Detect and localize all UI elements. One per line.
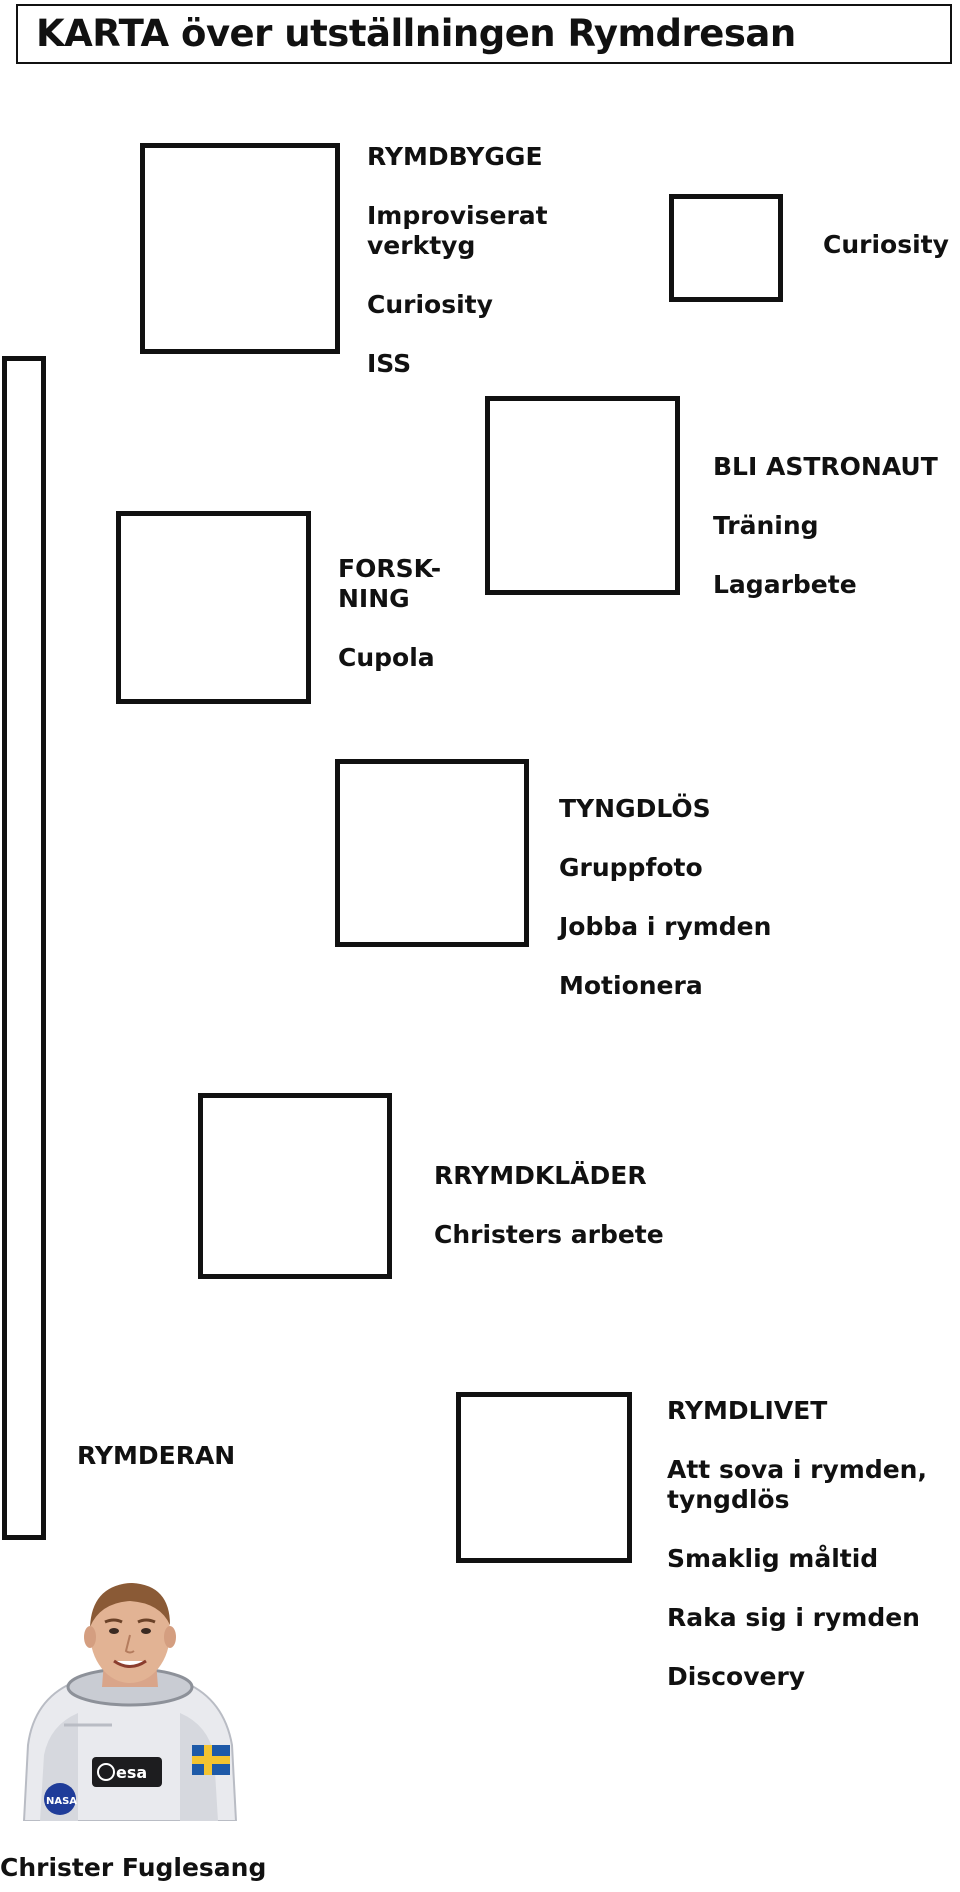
section-heading: RRYMDKLÄDER — [434, 1161, 647, 1190]
section-item: Discovery — [667, 1662, 806, 1691]
station-box-tyngdlos[interactable] — [335, 759, 529, 947]
section-rymdklader: RRYMDKLÄDER Christers arbete — [434, 1161, 664, 1250]
section-item: Cupola — [338, 643, 435, 672]
section-item: Improviserat verktyg — [367, 201, 548, 260]
page-title: KARTA över utställningen Rymdresan — [16, 4, 952, 64]
section-item: Christers arbete — [434, 1220, 664, 1249]
section-item: Motionera — [559, 971, 703, 1000]
section-rymdbygge: RYMDBYGGE Improviserat verktyg Curiosity… — [367, 142, 557, 379]
nasa-patch-text: NASA — [46, 1796, 77, 1807]
section-item: Gruppfoto — [559, 853, 703, 882]
timeline-bar — [2, 356, 46, 1540]
section-rymdlivet: RYMDLIVET Att sova i rymden, tyngdlös Sm… — [667, 1396, 927, 1692]
section-tyngdlos: TYNGDLÖS Gruppfoto Jobba i rymden Motion… — [559, 794, 771, 1001]
section-item: Att sova i rymden, tyngdlös — [667, 1455, 927, 1514]
section-heading: RYMDBYGGE — [367, 142, 543, 171]
section-item: ISS — [367, 349, 412, 378]
astronaut-portrait: esa NASA — [22, 1583, 238, 1821]
station-box-rymdlivet[interactable] — [456, 1392, 632, 1563]
section-heading: BLI ASTRONAUT — [713, 452, 938, 481]
swedish-flag-icon — [192, 1745, 230, 1775]
section-item: Träning — [713, 511, 819, 540]
section-item: Jobba i rymden — [559, 912, 772, 941]
section-item: Smaklig måltid — [667, 1544, 879, 1573]
station-box-rymdbygge[interactable] — [140, 143, 340, 354]
station-box-rymdklader[interactable] — [198, 1093, 392, 1279]
station-box-forskning[interactable] — [116, 511, 311, 704]
esa-patch-text: esa — [116, 1763, 147, 1782]
section-heading: RYMDLIVET — [667, 1396, 828, 1425]
station-box-bli-astronaut[interactable] — [485, 396, 680, 595]
section-item: Curiosity — [367, 290, 493, 319]
portrait-caption: Christer Fuglesang — [0, 1853, 267, 1882]
section-forskning: FORSK- NING Cupola — [338, 554, 441, 673]
section-bli-astronaut: BLI ASTRONAUT Träning Lagarbete — [713, 452, 938, 600]
section-item: Lagarbete — [713, 570, 857, 599]
section-item: Raka sig i rymden — [667, 1603, 920, 1632]
section-heading: TYNGDLÖS — [559, 794, 711, 823]
station-box-curiosity[interactable] — [669, 194, 783, 302]
rymderan-label: RYMDERAN — [77, 1441, 236, 1470]
section-heading: FORSK- NING — [338, 554, 442, 613]
curiosity-label: Curiosity — [823, 230, 949, 259]
